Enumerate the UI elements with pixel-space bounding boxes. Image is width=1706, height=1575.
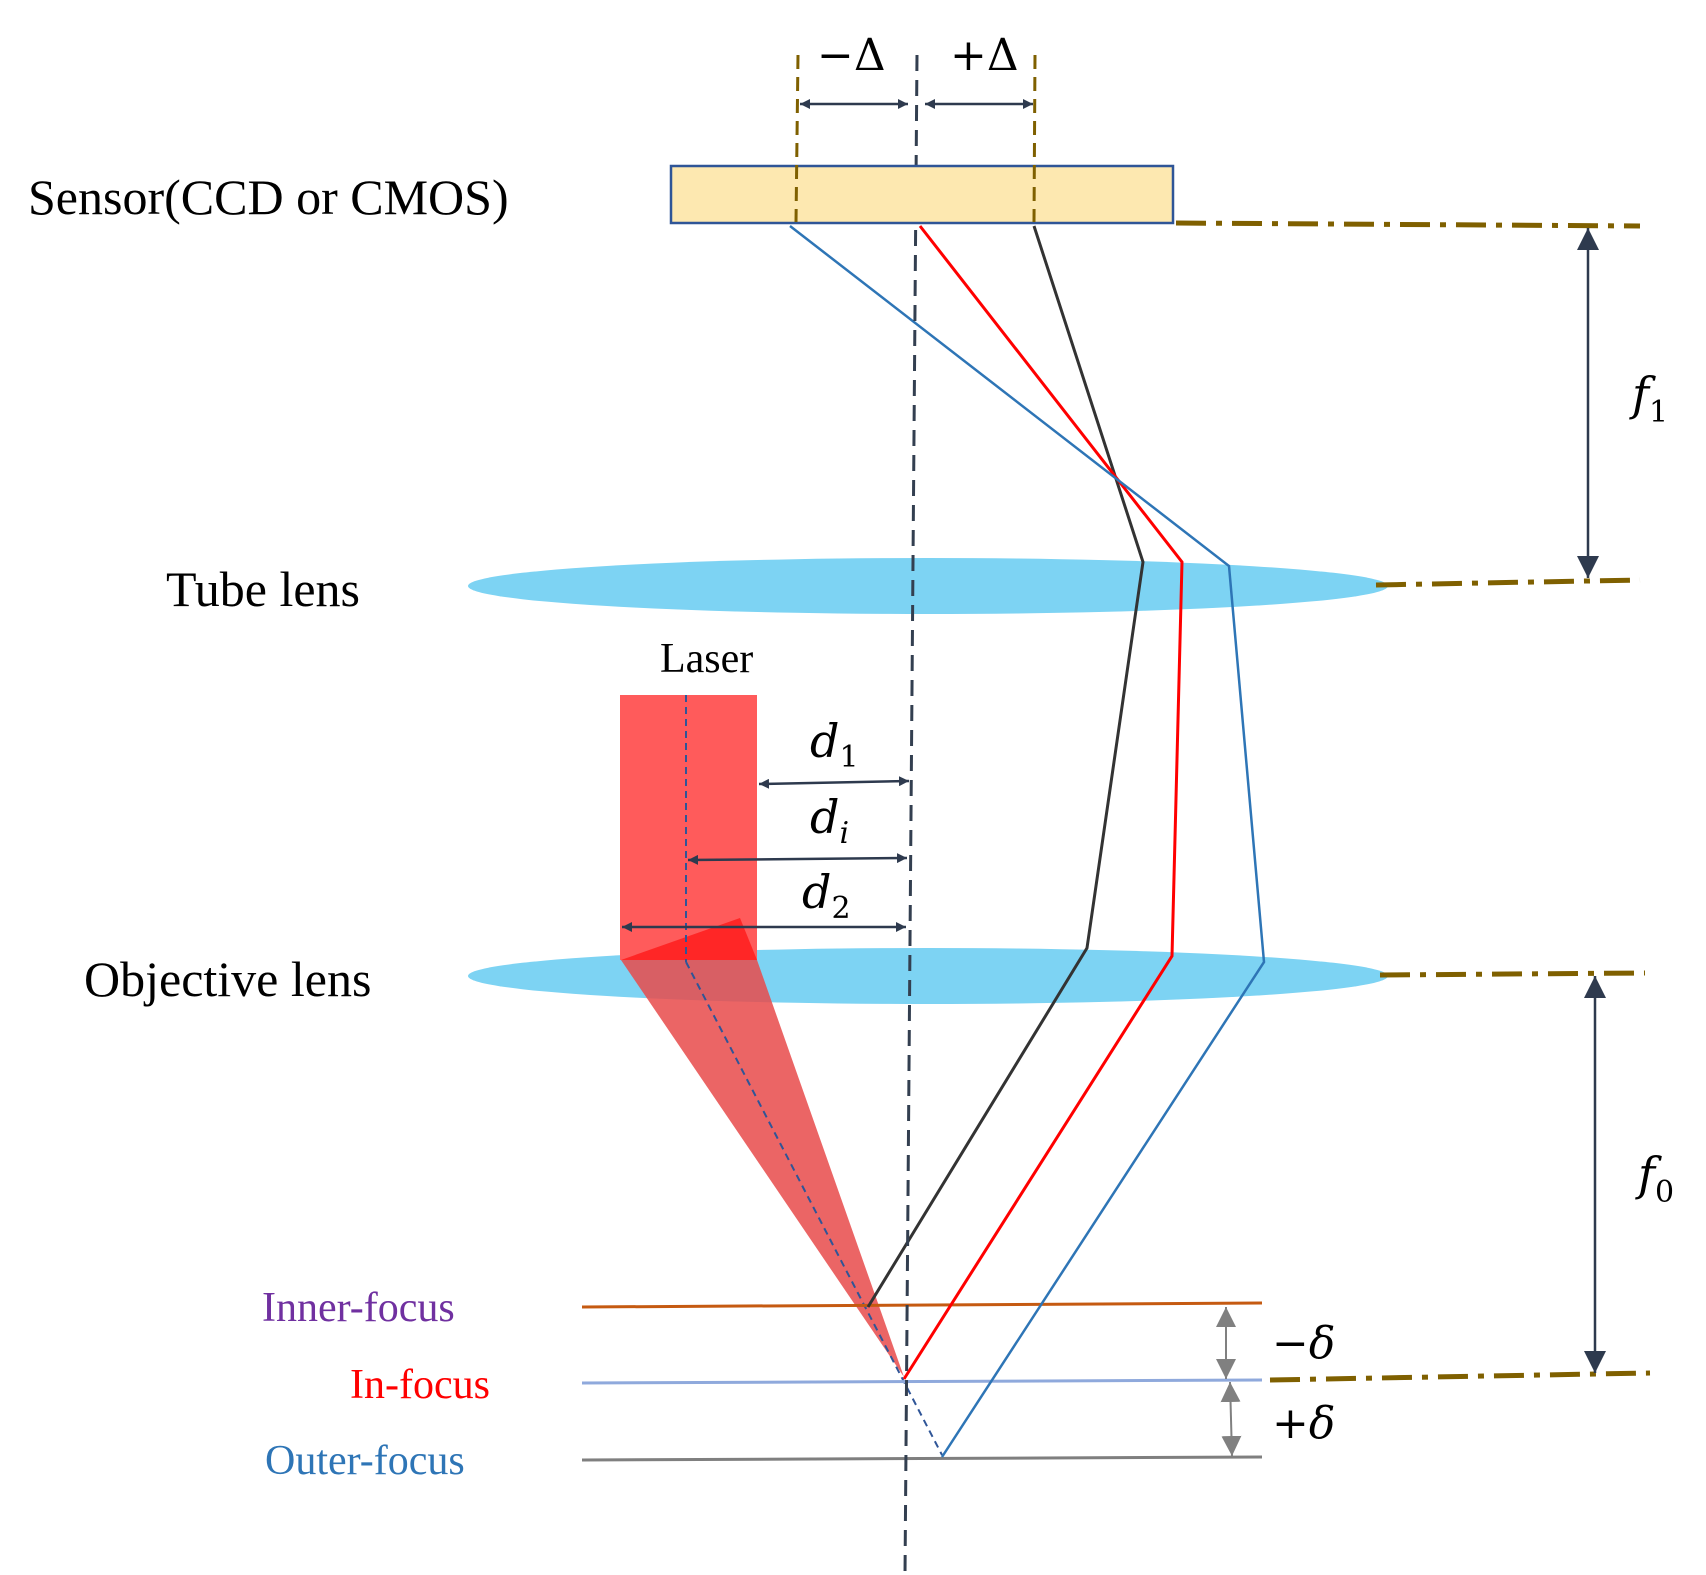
inner-focus-label: Inner-focus bbox=[262, 1285, 455, 1331]
laser-label: Laser bbox=[660, 636, 753, 682]
f0-label: f0 bbox=[1635, 1147, 1674, 1210]
plus-delta-small-arrow bbox=[1220, 1381, 1242, 1457]
di-arrow bbox=[687, 853, 908, 865]
plus-delta-label: +δ bbox=[1272, 1398, 1335, 1449]
objective-level-guide bbox=[1379, 970, 1646, 978]
focus-level-guide bbox=[1269, 1370, 1651, 1383]
d1-arrow bbox=[758, 776, 910, 789]
f1-label: f1 bbox=[1629, 367, 1668, 430]
optical-axis bbox=[903, 54, 919, 1575]
sensor-level-guide bbox=[1175, 220, 1641, 229]
in-focus-label: In-focus bbox=[350, 1362, 490, 1408]
plus-delta-guide bbox=[1032, 54, 1037, 223]
laser-beam bbox=[620, 695, 757, 960]
tube-level-guide bbox=[1375, 577, 1641, 588]
ray-red bbox=[902, 225, 1184, 1380]
objective-lens-shape bbox=[468, 948, 1388, 1004]
inner-focus-plane bbox=[581, 1301, 1263, 1309]
laser-cone bbox=[621, 960, 904, 1377]
sensor-rect bbox=[669, 164, 1175, 225]
ray-black bbox=[866, 225, 1145, 1308]
outer-focus-label: Outer-focus bbox=[265, 1438, 465, 1484]
ray-blue bbox=[789, 225, 1266, 1458]
outer-focus-plane bbox=[581, 1455, 1263, 1462]
sensor-label: Sensor(CCD or CMOS) bbox=[28, 169, 509, 225]
tube-lens-shape bbox=[468, 558, 1388, 614]
d1-label: d1 bbox=[810, 714, 859, 775]
minus-delta-guide bbox=[794, 54, 800, 223]
d2-label: d2 bbox=[802, 865, 851, 926]
minus-delta-label: −δ bbox=[1272, 1318, 1335, 1369]
laser-focus-line bbox=[685, 961, 943, 1456]
plus-delta-cap-label: +Δ bbox=[950, 30, 1019, 81]
di-label: di bbox=[810, 790, 849, 851]
objective-lens-label: Objective lens bbox=[84, 951, 371, 1007]
minus-delta-cap-label: −Δ bbox=[817, 30, 886, 81]
in-focus-plane bbox=[581, 1378, 1263, 1385]
tube-lens-label: Tube lens bbox=[166, 561, 360, 617]
